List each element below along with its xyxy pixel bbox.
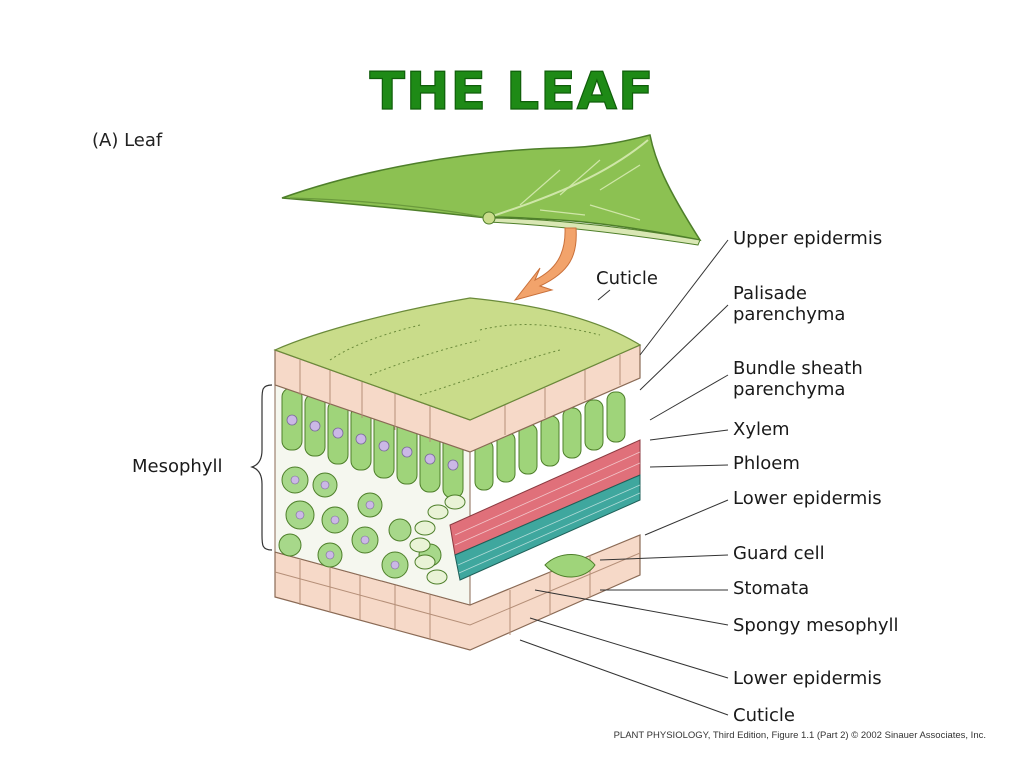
- mesophyll-bracket: [250, 384, 273, 551]
- panel-label: (A) Leaf: [92, 130, 163, 151]
- leader-lines: [519, 239, 729, 716]
- label-guard-cell: Guard cell: [733, 543, 825, 564]
- label-palisade-line2: parenchyma: [733, 304, 846, 325]
- label-cuticle-top: Cuticle: [596, 268, 659, 289]
- cross-section-block: [273, 297, 642, 651]
- label-cuticle-bottom: Cuticle: [733, 705, 796, 726]
- label-bundle-sheath-line1: Bundle sheath: [733, 358, 863, 379]
- vascular-bundle: [449, 439, 641, 581]
- leaf-illustration: [281, 134, 702, 246]
- slide-title: The Leaf: [369, 61, 655, 122]
- label-phloem: Phloem: [733, 453, 800, 474]
- label-lower-epidermis-1: Lower epidermis: [733, 488, 882, 509]
- label-lower-epidermis-2: Lower epidermis: [733, 668, 882, 689]
- label-spongy-mesophyll: Spongy mesophyll: [733, 615, 899, 636]
- label-palisade: Palisade parenchyma: [733, 283, 845, 325]
- label-bundle-sheath: Bundle sheath parenchyma: [733, 358, 863, 400]
- label-upper-epidermis: Upper epidermis: [733, 228, 883, 249]
- guard-cell-shape: [544, 554, 596, 578]
- label-bundle-sheath-line2: parenchyma: [733, 379, 846, 400]
- figure-caption: PLANT PHYSIOLOGY, Third Edition, Figure …: [613, 730, 986, 741]
- label-stomata: Stomata: [733, 578, 810, 599]
- zoom-arrow: [513, 227, 577, 301]
- label-xylem: Xylem: [733, 419, 790, 440]
- label-mesophyll: Mesophyll: [132, 456, 223, 477]
- label-palisade-line1: Palisade: [733, 283, 807, 304]
